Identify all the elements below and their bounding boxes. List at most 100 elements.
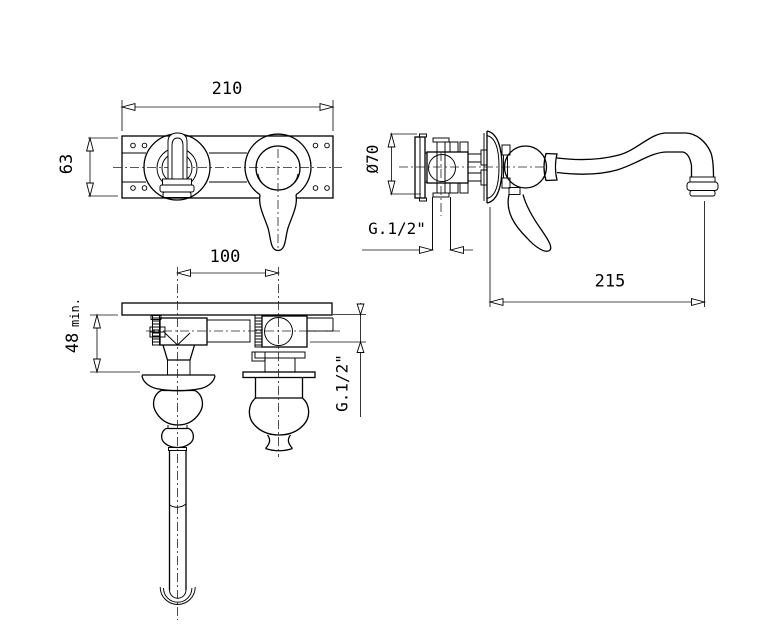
aerator-bulge [686, 181, 719, 191]
dim-label-thread: G.1/2" [333, 354, 352, 412]
aerator-arc-outer [159, 586, 196, 605]
spout-collar-nut [543, 152, 558, 182]
spout-plan [141, 344, 216, 605]
plate-tab [419, 133, 427, 138]
mounting-hole [312, 185, 319, 191]
clamp-block [501, 144, 511, 156]
spout-bulb-large [152, 389, 204, 426]
arrowhead [356, 303, 365, 316]
mounting-hole [141, 185, 148, 191]
tee-body [159, 317, 208, 346]
thread-hatching [152, 317, 160, 343]
spout-tube [168, 450, 187, 590]
dimension-thread-side: G.1/2" [362, 219, 473, 254]
screw-nut [251, 351, 266, 362]
aerator-ring [159, 184, 195, 193]
mounting-hole [141, 142, 148, 149]
spout-escutcheon-front [143, 132, 211, 201]
plate-tab [419, 197, 427, 202]
mounting-holes [130, 142, 330, 191]
inlet-stub [307, 317, 334, 332]
plate-channel-lines [122, 152, 247, 183]
spout-top-line [556, 132, 715, 178]
clamp-bars [503, 155, 508, 178]
dim-label-thread: G.1/2" [368, 219, 426, 238]
wall-plate-plan [121, 302, 333, 316]
dimension-215: 215 [488, 201, 707, 307]
dim-label-width: 210 [212, 79, 243, 99]
handle-stem [264, 358, 296, 372]
aerator-ring [162, 191, 192, 198]
thread-flange [254, 351, 306, 359]
dimension-100: 100 [175, 247, 281, 277]
arrowhead [175, 269, 191, 277]
handle-plan [242, 351, 316, 452]
front-view: 210 63 [57, 79, 342, 252]
spout-neck [167, 360, 191, 375]
dim-label-depth-qualifier: min. [68, 298, 82, 327]
tee-chamfers [164, 332, 191, 346]
extension-lines [310, 314, 366, 343]
mounting-hole [130, 142, 136, 149]
aerator-flange [689, 176, 716, 183]
dimension-63: 63 [57, 136, 118, 198]
extension-lines [489, 201, 705, 307]
dimension-48-min: 48 min. [63, 298, 140, 374]
port-stub [449, 141, 459, 153]
clamp-block [501, 177, 511, 189]
inlet-pipe-lines [432, 197, 451, 250]
port-stub [459, 141, 469, 153]
valve-block [426, 151, 469, 184]
plan-view: 100 48 min. G.1/2" [63, 247, 366, 620]
lever-fillets [257, 173, 299, 185]
port-stub [449, 182, 459, 194]
escutcheon-dome-inner [486, 135, 500, 199]
arrowhead [356, 340, 365, 353]
aerator-cap [689, 190, 716, 197]
in-wall-valve-body [414, 133, 488, 250]
extension-lines [390, 133, 421, 195]
arrowhead [93, 358, 101, 374]
outlet-ports [468, 153, 481, 182]
arrowhead [691, 298, 707, 306]
spout-downtube-inner [171, 137, 184, 179]
arrowhead [86, 136, 94, 152]
wall-plate-front [121, 135, 334, 199]
dim-label-depth: 48 [63, 333, 83, 353]
handle-escutcheon-arc [244, 133, 312, 196]
thread-hatching [255, 317, 262, 346]
arrowhead [319, 103, 335, 111]
mounting-hole [324, 185, 330, 191]
cartridge-circle [428, 154, 456, 182]
mounting-hole [130, 185, 136, 191]
port-stub [459, 182, 469, 194]
dimension-diameter-70: Ø70 [363, 132, 421, 196]
ball-joint-plan [264, 317, 293, 346]
dim-label-spacing: 100 [210, 247, 241, 267]
dimension-thread-plan: G.1/2" [310, 303, 366, 417]
cartridge-stem [436, 142, 446, 193]
spout-side [503, 132, 719, 197]
extension-lines [90, 314, 140, 373]
extension-lines [88, 137, 118, 197]
dim-label-diameter: Ø70 [363, 145, 382, 174]
arrowhead [93, 313, 101, 329]
arrowhead [86, 182, 94, 198]
mounting-hole [324, 142, 330, 149]
dim-label-reach: 215 [595, 272, 626, 292]
stem-cap-top [432, 137, 450, 143]
spout-downtube [167, 132, 188, 180]
mounting-hole [312, 142, 319, 149]
handle-disc [242, 371, 316, 379]
arrowhead [265, 269, 281, 277]
handle-bulb [248, 397, 310, 436]
extension-lines [121, 100, 334, 131]
side-view: Ø70 G.1/2" 215 [362, 130, 719, 307]
plate-body-links [425, 152, 427, 183]
spout-bottom-line [556, 151, 693, 177]
arrowhead [419, 246, 435, 254]
handle-cylinder [254, 377, 304, 399]
dimension-210: 210 [120, 79, 335, 131]
